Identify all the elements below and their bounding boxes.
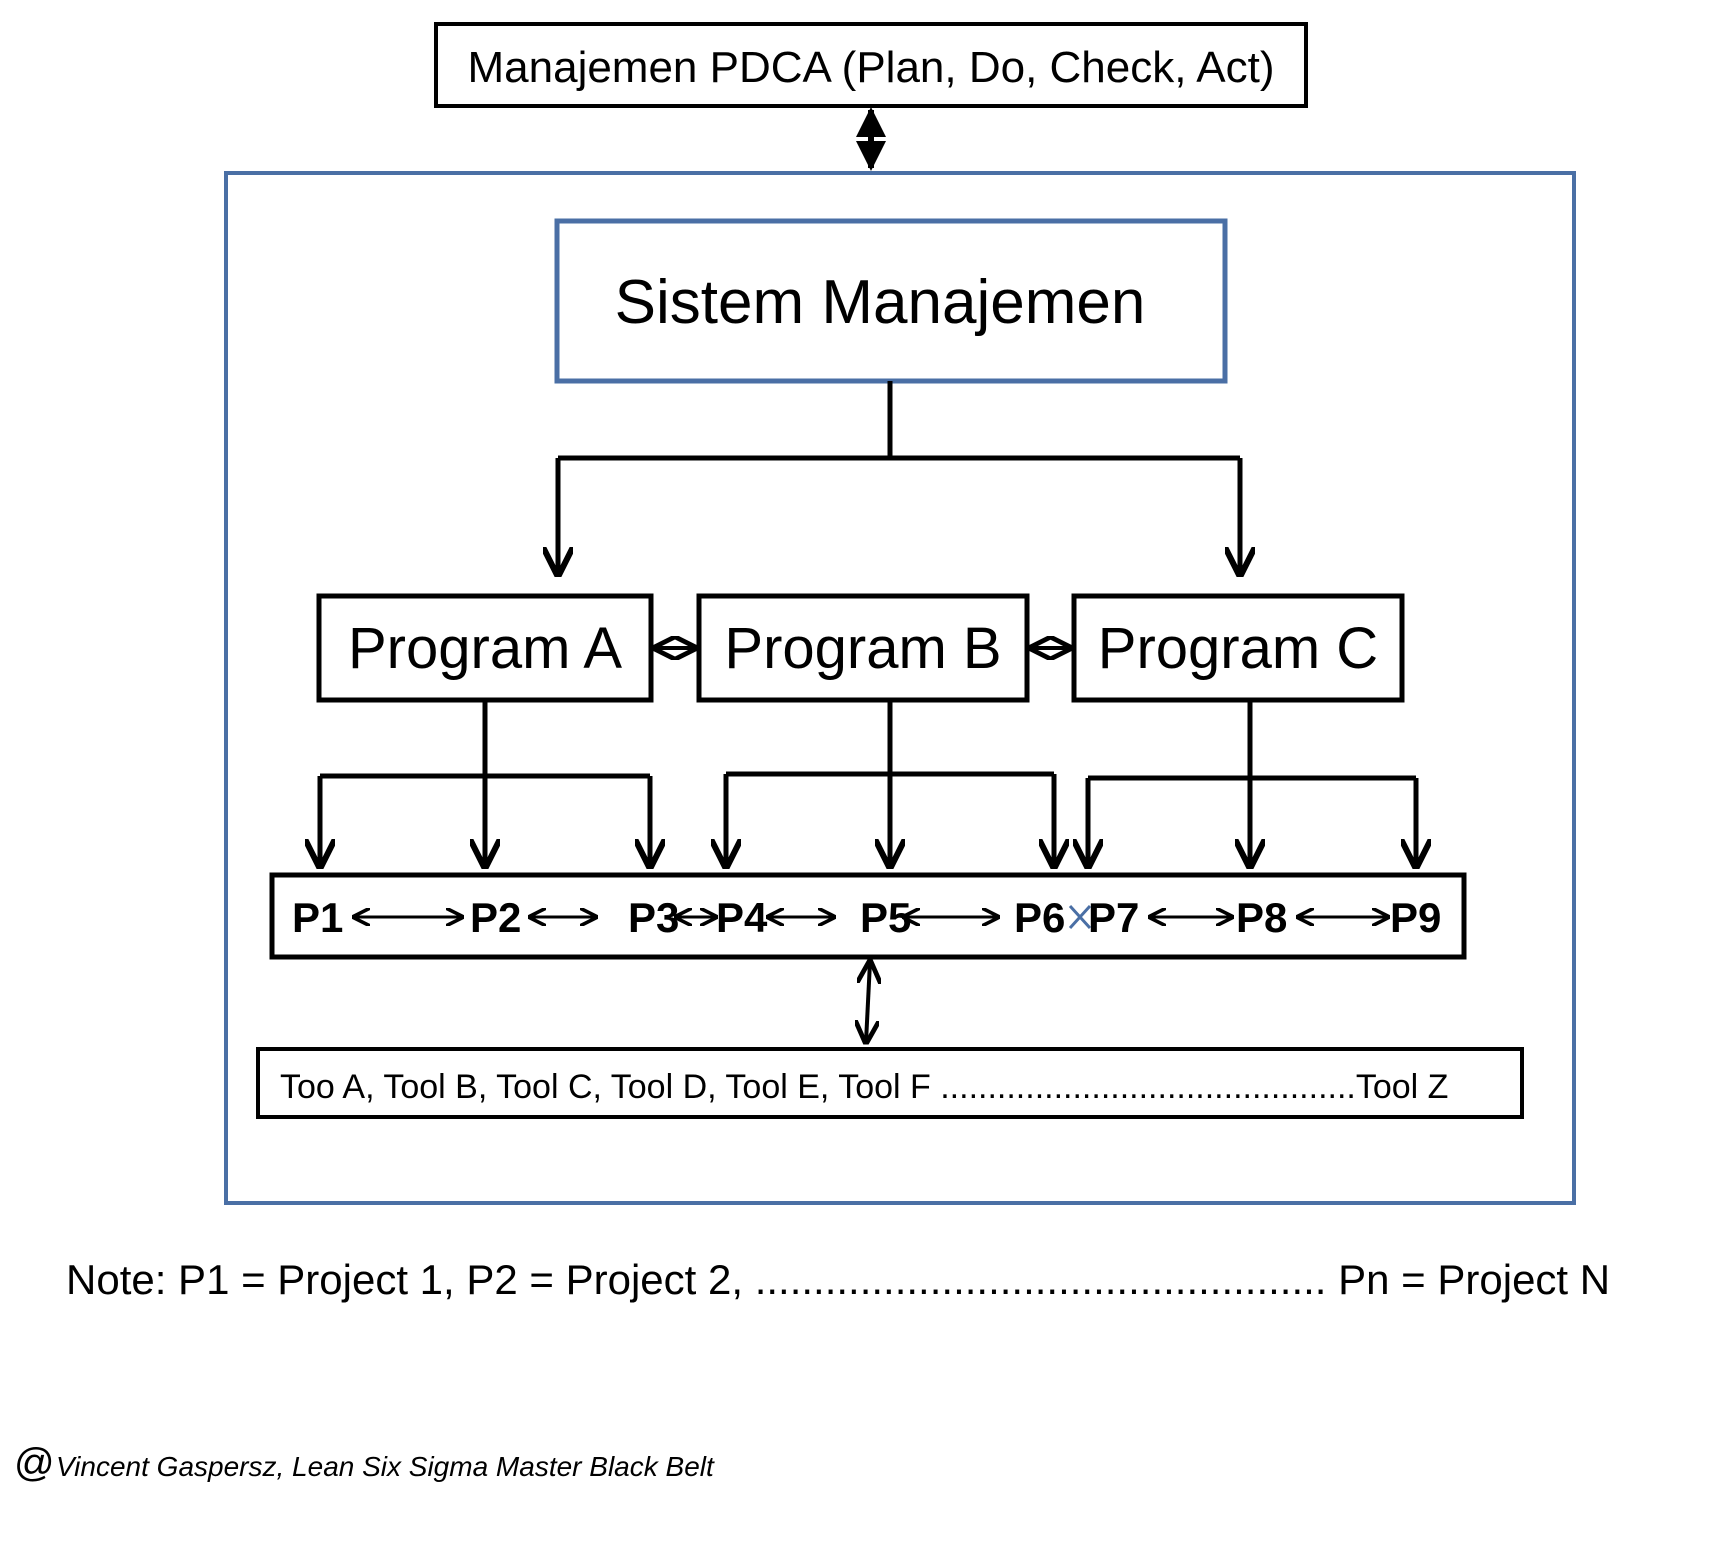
projects-tools-connector <box>866 962 870 1042</box>
project-p8: P8 <box>1236 894 1287 941</box>
credit-text: Vincent Gaspersz, Lean Six Sigma Master … <box>56 1451 715 1482</box>
project-p2: P2 <box>470 894 521 941</box>
program-c-box <box>1071 593 1405 703</box>
project-p1: P1 <box>292 894 343 941</box>
project-p3: P3 <box>628 894 679 941</box>
program-a-tree <box>320 700 650 866</box>
program-c-label: Program C <box>1098 616 1378 681</box>
tools-box <box>256 1047 1524 1119</box>
tools-label: Too A, Tool B, Tool C, Tool D, Tool E, T… <box>280 1068 1448 1106</box>
system-frame <box>224 171 1576 1205</box>
project-p4: P4 <box>716 894 768 941</box>
pdca-label: Manajemen PDCA (Plan, Do, Check, Act) <box>468 43 1275 92</box>
program-b-tree <box>726 700 1054 866</box>
program-a-box <box>316 593 654 703</box>
footnote: Note: P1 = Project 1, P2 = Project 2, ..… <box>66 1256 1610 1303</box>
credit-symbol: @ <box>14 1441 55 1485</box>
project-p7: P7 <box>1088 894 1139 941</box>
program-b-box <box>696 593 1030 703</box>
system-tree <box>558 381 1240 574</box>
project-p5: P5 <box>860 894 911 941</box>
program-a-label: Program A <box>348 616 622 681</box>
pdca-box <box>434 22 1308 108</box>
project-p6: P6 <box>1014 894 1065 941</box>
system-box <box>554 218 1228 384</box>
project-p9: P9 <box>1390 894 1441 941</box>
p6-p7-cross-icon <box>1068 904 1092 930</box>
projects-bar <box>269 872 1467 960</box>
program-c-tree <box>1088 700 1416 866</box>
program-b-label: Program B <box>724 616 1001 681</box>
system-label: Sistem Manajemen <box>615 268 1146 337</box>
